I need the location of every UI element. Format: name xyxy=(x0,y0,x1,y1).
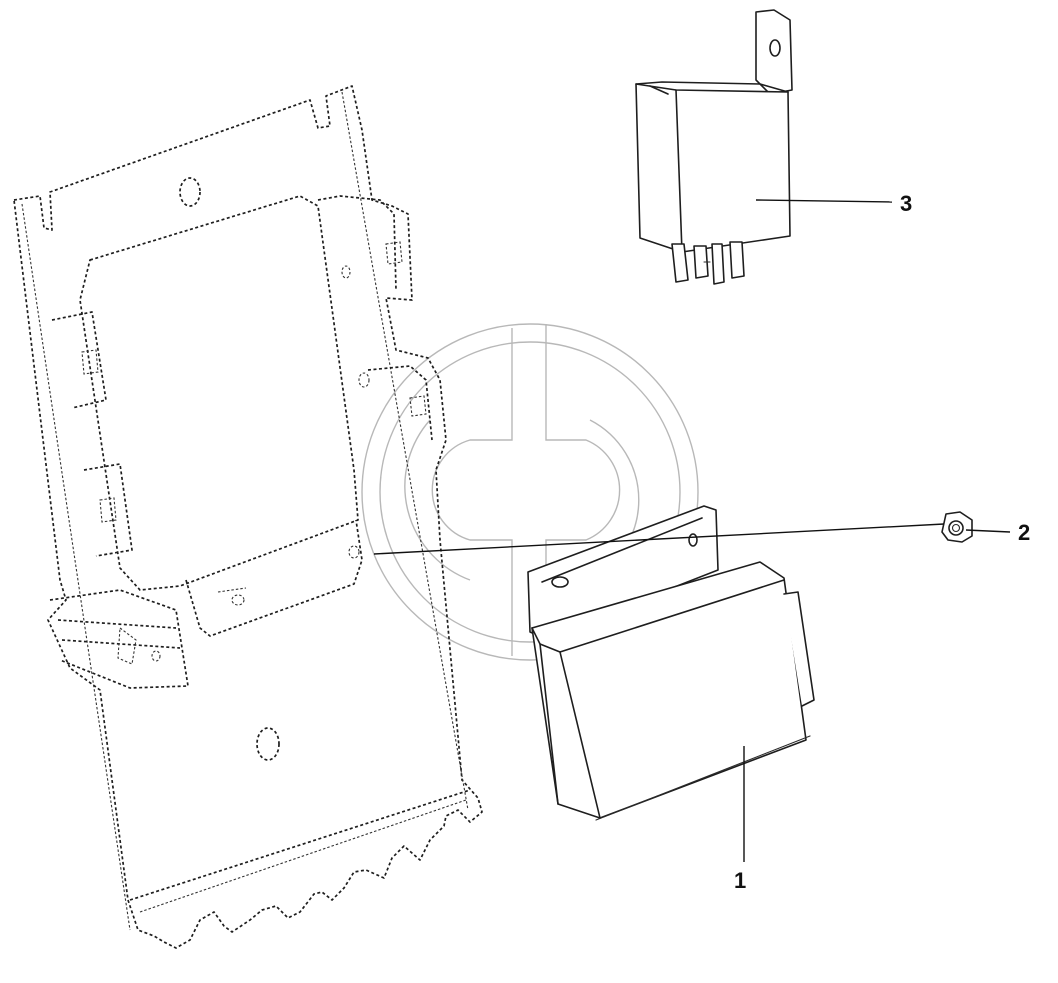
relay xyxy=(635,9,793,285)
callout-3: 3 xyxy=(900,191,912,216)
nut xyxy=(941,511,973,543)
control-module xyxy=(527,505,815,821)
mounting-bracket xyxy=(13,85,483,949)
callout-2: 2 xyxy=(1018,520,1030,545)
leader-line-2-bolt xyxy=(373,523,945,555)
callout-1: 1 xyxy=(734,868,746,893)
leader-line-3 xyxy=(755,199,893,203)
gd-logo-watermark-icon xyxy=(361,323,699,661)
leader-line-2 xyxy=(965,529,1011,533)
